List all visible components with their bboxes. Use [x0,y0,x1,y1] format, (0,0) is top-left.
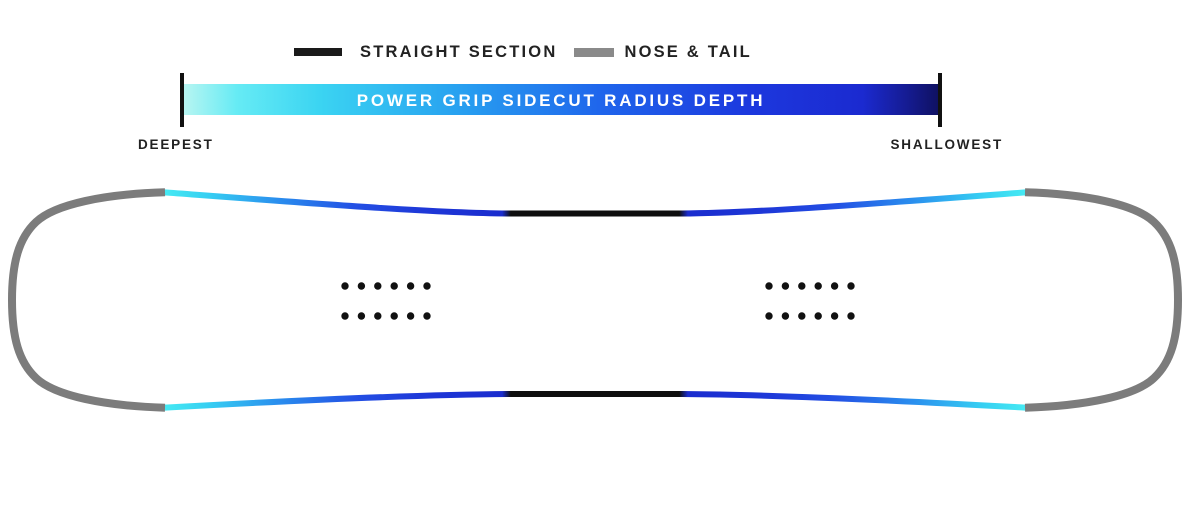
straight-section-label: STRAIGHT SECTION [360,43,558,61]
gradient-bar-title: POWER GRIP SIDECUT RADIUS DEPTH [356,90,766,110]
top-edge-path [162,189,1028,217]
insert-dot [423,282,431,290]
insert-dot [406,282,415,290]
insert-dot [798,282,806,290]
insert-dot [374,282,382,290]
tail-outline-path [1024,188,1182,412]
legend-item-straight-section: STRAIGHT SECTION [294,44,557,61]
insert-dot [341,282,349,290]
insert-dot [781,312,790,320]
insert-dot [390,312,398,320]
insert-dot [814,282,822,290]
insert-dots-left [341,282,431,320]
insert-dot [798,312,806,320]
legend: STRAIGHT SECTION NOSE & TAIL [294,44,752,61]
power-grip-gradient-bar: POWER GRIP SIDECUT RADIUS DEPTH [184,84,938,115]
insert-dot [374,312,382,320]
straight-section-swatch-icon [294,48,342,57]
legend-item-nose-tail: NOSE & TAIL [574,44,751,61]
insert-dot [390,282,398,290]
shallowest-label: SHALLOWEST [890,137,1003,152]
insert-dot [814,312,822,320]
insert-dot [765,282,773,290]
insert-dot [830,282,839,290]
bottom-edge-path [162,391,1028,411]
insert-dot [341,312,349,320]
insert-dot [781,282,790,290]
insert-dot [406,312,415,320]
insert-dot [847,312,855,320]
insert-dot [357,312,366,320]
deepest-label: DEEPEST [138,137,214,152]
nose-outline-path [8,188,166,412]
insert-dots-right [765,282,855,320]
insert-dot [847,282,855,290]
insert-dot [423,312,431,320]
scale-tick-right [938,73,942,127]
insert-dot [830,312,839,320]
insert-dot [357,282,366,290]
insert-dot [765,312,773,320]
scale-tick-left [180,73,184,127]
nose-tail-label: NOSE & TAIL [624,43,752,61]
nose-tail-swatch-icon [574,47,615,57]
